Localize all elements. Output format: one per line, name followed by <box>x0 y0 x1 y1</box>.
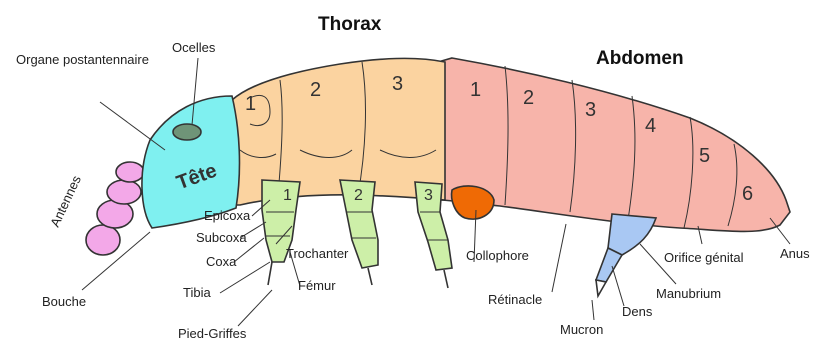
label-epicoxa: Epicoxa <box>204 208 251 223</box>
abdomen-seg-5: 5 <box>699 145 710 167</box>
leg-1 <box>262 180 300 285</box>
label-coxa: Coxa <box>206 254 237 269</box>
leg-num-2: 2 <box>354 187 363 204</box>
label-trochanter: Trochanter <box>286 246 349 261</box>
abdomen-seg-4: 4 <box>645 115 656 137</box>
label-pied-griffes: Pied-Griffes <box>178 326 247 341</box>
leg-num-1: 1 <box>283 187 292 204</box>
label-organe-postantennaire: Organe postantennaire <box>16 52 149 67</box>
mucron <box>596 280 606 296</box>
manubrium <box>608 214 656 255</box>
label-tibia: Tibia <box>183 285 211 300</box>
label-antennes: Antennes <box>47 173 84 230</box>
thorax-seg-3: 3 <box>392 73 403 95</box>
antenna-segment <box>107 180 141 204</box>
abdomen-seg-6: 6 <box>742 183 753 205</box>
collophore <box>452 186 494 219</box>
label-orifice-genital: Orifice génital <box>664 250 744 265</box>
ocelle-patch <box>173 124 201 140</box>
antenna-segment <box>86 225 120 255</box>
dens <box>596 248 622 282</box>
label-subcoxa: Subcoxa <box>196 230 247 245</box>
label-retinacle: Rétinacle <box>488 292 542 307</box>
label-femur: Fémur <box>298 278 336 293</box>
label-mucron: Mucron <box>560 322 603 337</box>
label-dens: Dens <box>622 304 653 319</box>
title-abdomen: Abdomen <box>596 48 684 69</box>
label-anus: Anus <box>780 246 810 261</box>
antenna-segment <box>116 162 144 182</box>
label-ocelles: Ocelles <box>172 40 216 55</box>
abdomen-seg-2: 2 <box>523 87 534 109</box>
thorax-seg-2: 2 <box>310 79 321 101</box>
label-manubrium: Manubrium <box>656 286 721 301</box>
label-bouche: Bouche <box>42 294 86 309</box>
label-collophore: Collophore <box>466 248 529 263</box>
thorax-seg-1: 1 <box>245 93 256 115</box>
title-thorax: Thorax <box>318 14 382 35</box>
abdomen-seg-3: 3 <box>585 99 596 121</box>
antennae <box>86 162 144 255</box>
abdomen-seg-1: 1 <box>470 79 481 101</box>
leg-num-3: 3 <box>424 187 433 204</box>
